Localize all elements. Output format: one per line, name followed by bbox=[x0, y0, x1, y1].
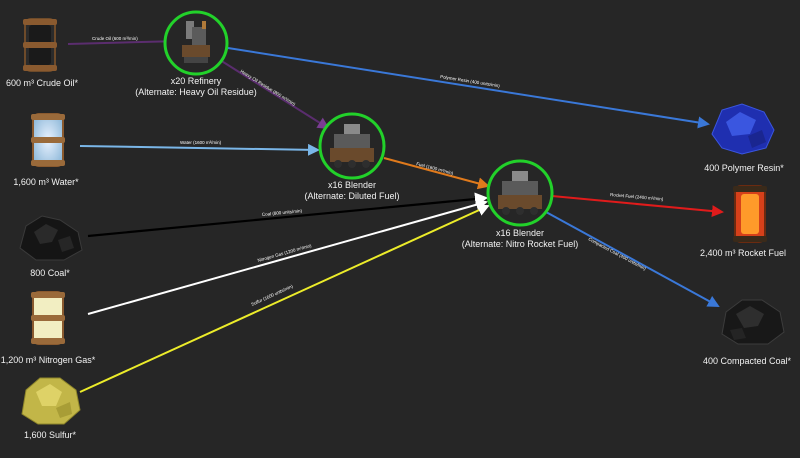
edge-label-rocket-fuel: Rocket Fuel (2400 m³/min) bbox=[610, 192, 664, 202]
blender-icon bbox=[330, 124, 374, 168]
blender1-node bbox=[318, 112, 386, 180]
coal-label: 800 Coal* bbox=[30, 268, 70, 278]
crude-oil-label: 600 m³ Crude Oil* bbox=[5, 78, 79, 88]
rocket-fuel-label: 2,400 m³ Rocket Fuel bbox=[699, 248, 787, 258]
fluid-canister-icon bbox=[23, 18, 57, 72]
blender1-label: x16 Blender (Alternate: Diluted Fuel) bbox=[304, 180, 400, 201]
refinery-label: x20 Refinery (Alternate: Heavy Oil Resid… bbox=[135, 76, 257, 97]
blender2-node bbox=[486, 159, 554, 227]
sulfur-icon bbox=[21, 377, 81, 425]
edge-coal: Coal (800 units/min) bbox=[87, 192, 489, 238]
polymer-resin-icon bbox=[711, 103, 775, 155]
sulfur-label: 1,600 Sulfur* bbox=[23, 430, 77, 440]
edge-water: Water (1600 m³/min) bbox=[79, 140, 320, 156]
compacted-coal-label: 400 Compacted Coal* bbox=[702, 356, 792, 366]
edge-label-compacted-coal: Compacted Coal (400 units/min) bbox=[588, 236, 648, 271]
compacted-coal-icon bbox=[721, 299, 785, 345]
polymer-resin-label: 400 Polymer Resin* bbox=[704, 163, 784, 173]
blender2-label: x16 Blender (Alternate: Nitro Rocket Fue… bbox=[461, 228, 579, 249]
water-label: 1,600 m³ Water* bbox=[13, 177, 79, 187]
edge-polymer-resin: Polymer Resin (400 units/min) bbox=[227, 47, 710, 129]
rocket-fuel-canister-icon bbox=[733, 185, 767, 243]
edge-rocket-fuel: Rocket Fuel (2400 m³/min) bbox=[551, 192, 724, 218]
edge-label-crude-oil: Crude Oil (600 m³/min) bbox=[92, 36, 138, 41]
edge-compacted-coal: Compacted Coal (400 units/min) bbox=[545, 211, 720, 307]
blender-icon bbox=[498, 171, 542, 215]
coal-icon bbox=[19, 215, 83, 261]
nitrogen-gas-label: 1,200 m³ Nitrogen Gas* bbox=[0, 355, 96, 365]
edge-label-water: Water (1600 m³/min) bbox=[180, 140, 222, 145]
edge-crude-oil: Crude Oil (600 m³/min) bbox=[67, 35, 182, 48]
fluid-canister-icon bbox=[31, 113, 65, 167]
gas-canister-icon bbox=[31, 291, 65, 345]
edge-label-coal: Coal (800 units/min) bbox=[262, 208, 303, 217]
refinery-icon bbox=[182, 21, 210, 63]
refinery-node bbox=[163, 10, 229, 76]
